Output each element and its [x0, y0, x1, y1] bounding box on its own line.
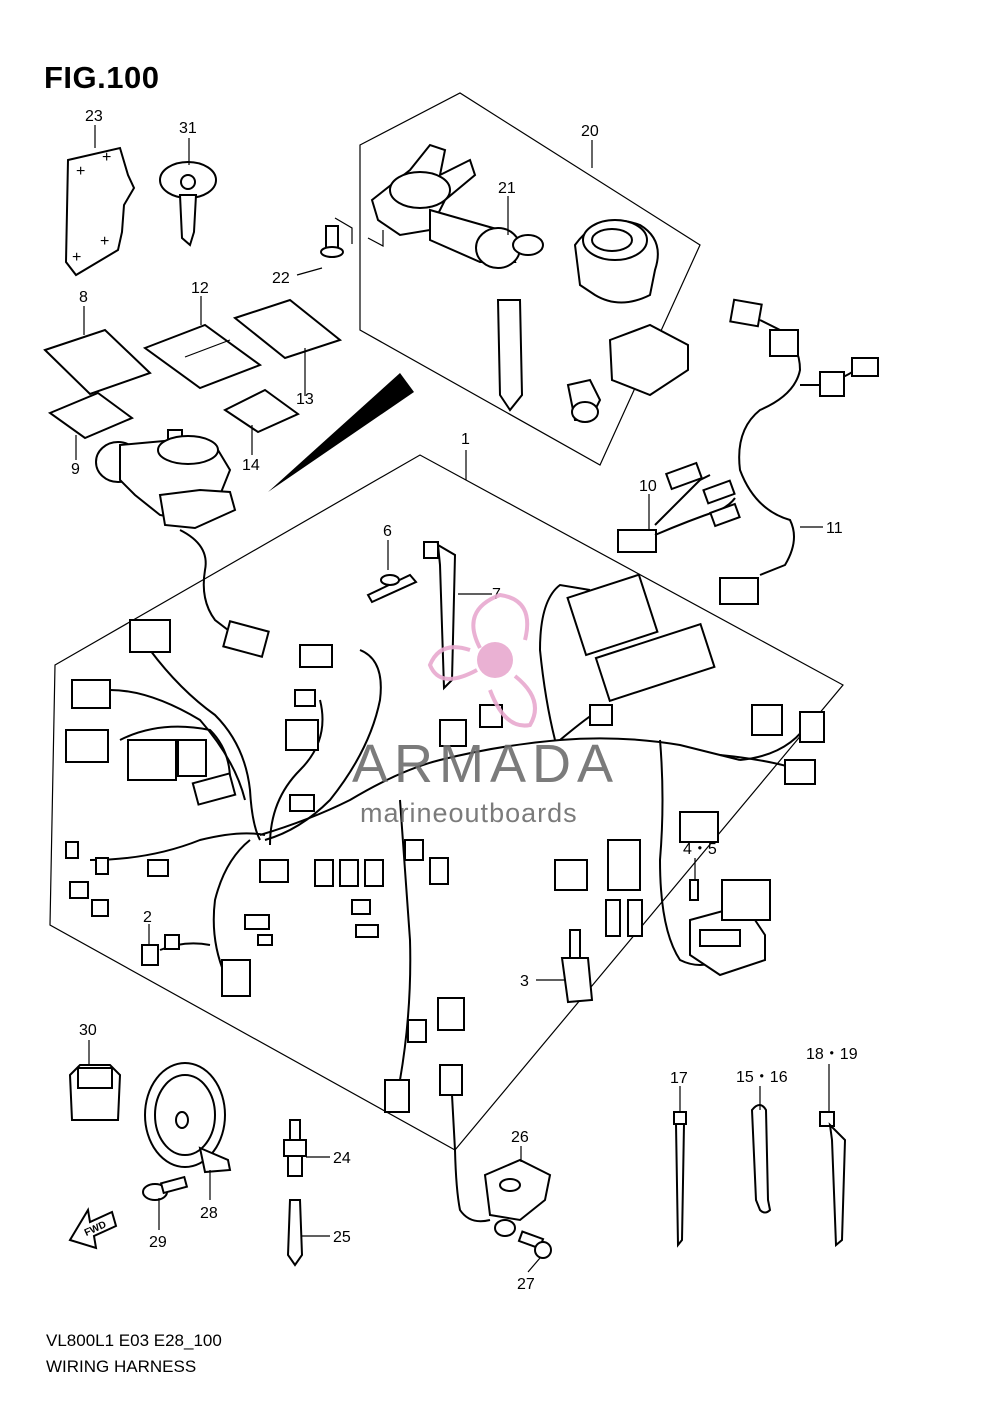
callout-28: 28 — [200, 1205, 218, 1222]
direction-wedge — [268, 373, 414, 492]
part-25-spring — [286, 1199, 304, 1267]
model-code: VL800L1 E03 E28_100 — [46, 1331, 222, 1350]
ignition-body-lower — [95, 429, 270, 658]
fig-title: FIG.100 — [44, 60, 160, 95]
part-11-sub-harness — [719, 298, 879, 605]
part-10-sub-harness — [617, 461, 741, 553]
watermark: ARMADA marineoutboards — [352, 592, 619, 828]
figure-caption: WIRING HARNESS — [46, 1357, 197, 1376]
sticker-8 — [43, 328, 152, 396]
callout-26: 26 — [511, 1129, 529, 1146]
part-29-bolt — [142, 1175, 189, 1201]
part-23-plate — [64, 146, 136, 277]
callout-10: 10 — [639, 478, 657, 495]
part-3-sensor — [560, 929, 594, 1004]
callout-23: 23 — [85, 108, 103, 125]
callout-4-5: 4・5 — [683, 841, 717, 858]
part-6-clip-head — [380, 574, 400, 586]
watermark-tagline: marineoutboards — [360, 798, 578, 828]
callout-15-16: 15・16 — [736, 1069, 788, 1086]
sticker-13 — [232, 298, 343, 360]
propeller-logo-icon — [427, 592, 537, 728]
sticker-14 — [223, 388, 300, 434]
callout-9: 9 — [71, 461, 80, 478]
part-2-plug — [164, 934, 180, 950]
callout-18-19: 18・19 — [806, 1046, 858, 1063]
bracket-22 — [334, 217, 353, 244]
part-2-connector — [141, 944, 159, 966]
callout-31: 31 — [179, 120, 197, 137]
harness-boundary — [49, 454, 844, 1151]
part-27-bolt — [517, 1230, 552, 1259]
callout-25: 25 — [333, 1229, 351, 1246]
plate-plus-1: + — [76, 163, 85, 180]
bracket-22b — [367, 230, 384, 247]
callout-29: 29 — [149, 1234, 167, 1251]
sticker-12-line — [184, 339, 231, 358]
part-4-5-fuse-box — [689, 879, 771, 977]
callout-8: 8 — [79, 289, 88, 306]
part-17-tie — [673, 1111, 687, 1248]
callout-27: 27 — [517, 1276, 535, 1293]
plate-plus-3: + — [72, 249, 81, 266]
part-24-switch — [283, 1119, 307, 1177]
callout-22: 22 — [272, 270, 290, 287]
fwd-arrow-icon: FWD — [68, 1207, 118, 1250]
callout-17: 17 — [670, 1070, 688, 1087]
part-26-bracket — [483, 1158, 552, 1237]
callout-3: 3 — [520, 973, 529, 990]
callout-13: 13 — [296, 391, 314, 408]
callout-21: 21 — [498, 180, 516, 197]
callout-1: 1 — [461, 431, 470, 448]
sticker-12 — [142, 323, 263, 390]
callout-11: 11 — [826, 520, 843, 537]
part-30-relay — [68, 1064, 122, 1121]
part-28-horn — [144, 1062, 232, 1174]
main-harness-wiring — [65, 573, 825, 1223]
callout-14: 14 — [242, 457, 260, 474]
callout-30: 30 — [79, 1022, 97, 1039]
plate-plus-4: + — [100, 233, 109, 250]
sticker-9 — [47, 391, 135, 440]
callout-20: 20 — [581, 123, 599, 140]
part-7-tie — [423, 541, 457, 691]
callout-2: 2 — [143, 909, 152, 926]
part-20-ignition-set — [370, 143, 689, 423]
callout-6: 6 — [383, 523, 392, 540]
part-22-bolt — [320, 225, 344, 258]
leader-lines — [75, 125, 830, 1273]
part-18-19-tie — [819, 1111, 847, 1248]
part-31-key — [159, 161, 217, 247]
plate-plus-2: + — [102, 149, 111, 166]
watermark-brand: ARMADA — [352, 734, 619, 794]
callout-24: 24 — [333, 1150, 351, 1167]
part-15-16-tie — [750, 1104, 772, 1214]
callout-12: 12 — [191, 280, 209, 297]
